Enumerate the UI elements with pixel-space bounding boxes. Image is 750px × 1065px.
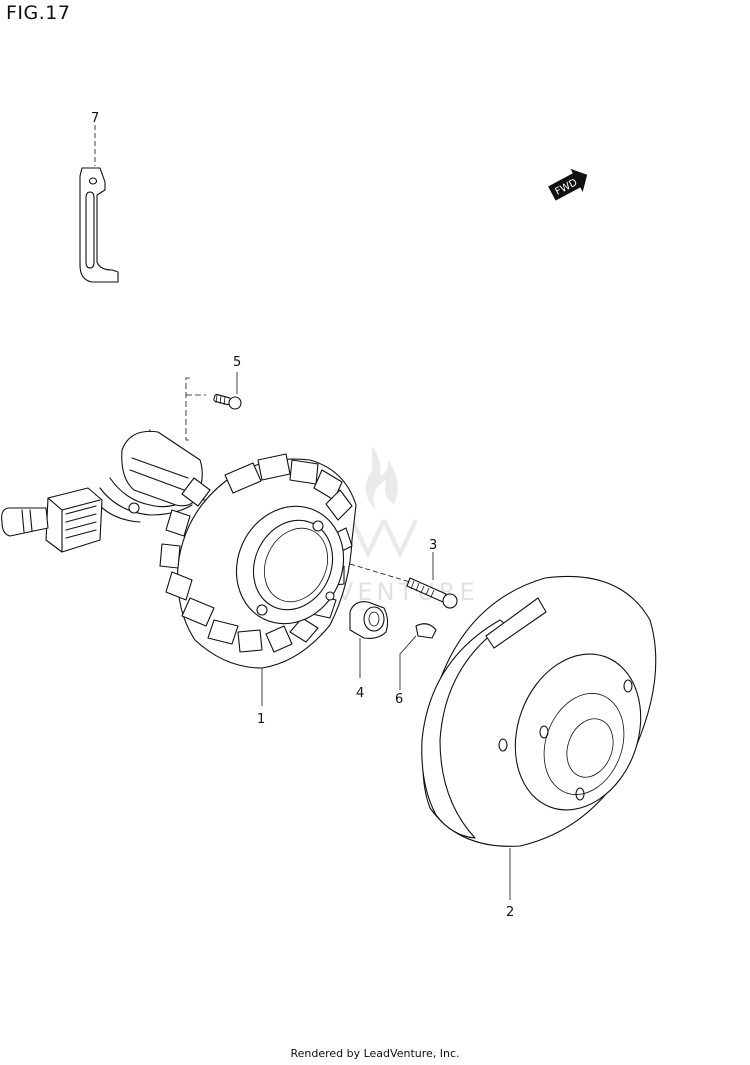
- footer-credit: Rendered by LeadVenture, Inc.: [290, 1047, 460, 1060]
- callout-1: 1: [257, 712, 265, 727]
- figure-title: FIG.17: [6, 2, 71, 24]
- callout-5: 5: [233, 355, 241, 370]
- callout-7: 7: [91, 111, 99, 126]
- part-1-stator[interactable]: [159, 453, 362, 706]
- part-3-bolt[interactable]: [349, 552, 458, 609]
- part-6-key[interactable]: [399, 623, 437, 690]
- callout-3: 3: [429, 538, 437, 553]
- part-5-screw[interactable]: [185, 372, 242, 441]
- callout-6: 6: [395, 692, 403, 707]
- part-4-nut[interactable]: [349, 601, 389, 678]
- fwd-arrow-icon: FWD: [548, 168, 588, 201]
- part-2-rotor[interactable]: [421, 575, 662, 900]
- part-7-clamp[interactable]: [79, 125, 119, 283]
- callout-4: 4: [356, 686, 364, 701]
- callout-2: 2: [506, 905, 514, 920]
